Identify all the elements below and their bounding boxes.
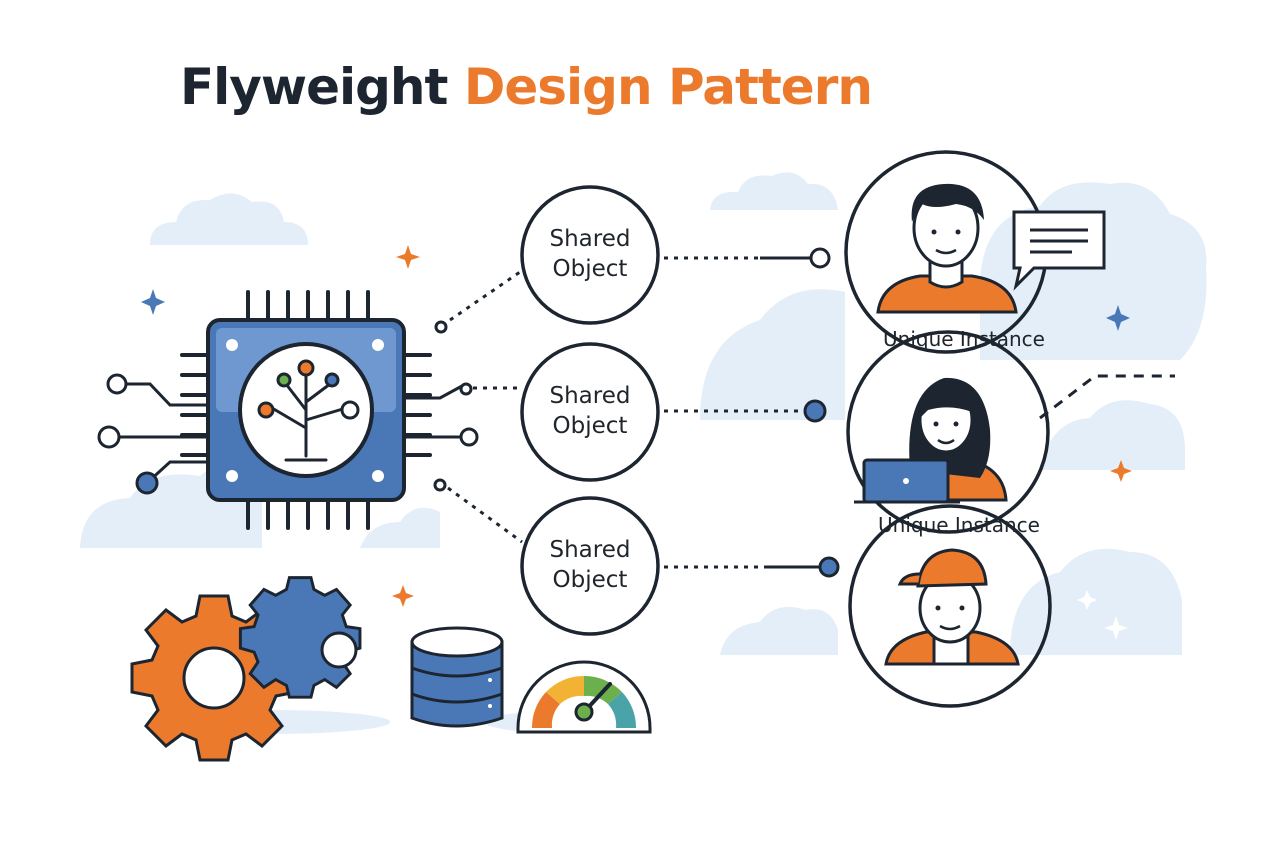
gauge-icon <box>516 660 652 734</box>
cloud-icon <box>720 606 838 655</box>
sparkle-icon <box>1110 460 1132 482</box>
shared-object-bubbles <box>520 185 660 636</box>
sparkle-icon <box>141 289 165 315</box>
cloud-icon <box>710 172 838 210</box>
chip-icon <box>97 290 479 530</box>
shared-object-line-1: Shared <box>549 383 631 409</box>
person-cap-icon <box>848 504 1052 708</box>
shared-object-label: Shared Object <box>520 224 660 284</box>
cloud-icon <box>1040 400 1185 470</box>
unique-instance-label: Unique Instance <box>883 327 1045 351</box>
shared-object-line-1: Shared <box>549 537 631 563</box>
sparkle-icon <box>1104 616 1128 640</box>
sparkle-icon <box>1077 590 1097 610</box>
gear-icon <box>238 576 362 699</box>
connectors-right <box>664 256 1175 569</box>
sparkle-icon <box>392 585 414 607</box>
page-title: Flyweight Design Pattern <box>180 62 873 112</box>
shared-object-line-1: Shared <box>549 226 631 252</box>
shared-object-label: Shared Object <box>520 381 660 441</box>
sparkle-icon <box>396 245 420 269</box>
shared-object-node <box>520 496 660 636</box>
person-speech-icon <box>844 150 1106 354</box>
chip-pins <box>180 290 432 530</box>
shared-object-line-2: Object <box>552 567 628 593</box>
sparkles <box>141 245 1132 640</box>
unique-instance-label: Unique Instance <box>878 513 1040 537</box>
shared-object-line-2: Object <box>552 413 628 439</box>
cloud-icon <box>1010 548 1182 655</box>
shared-object-node <box>520 185 660 325</box>
shared-object-line-2: Object <box>552 256 628 282</box>
shared-object-label: Shared Object <box>520 535 660 595</box>
title-part-1: Flyweight <box>180 58 448 116</box>
person-laptop-icon <box>846 330 1050 534</box>
database-icon <box>410 626 504 728</box>
cloud-icon <box>360 507 440 548</box>
title-part-2: Design Pattern <box>463 58 873 116</box>
cloud-icon <box>150 193 308 245</box>
sparkle-icon <box>1106 305 1130 331</box>
shared-object-node <box>520 342 660 482</box>
cloud-icon <box>700 289 845 420</box>
connectors-left <box>447 270 523 544</box>
